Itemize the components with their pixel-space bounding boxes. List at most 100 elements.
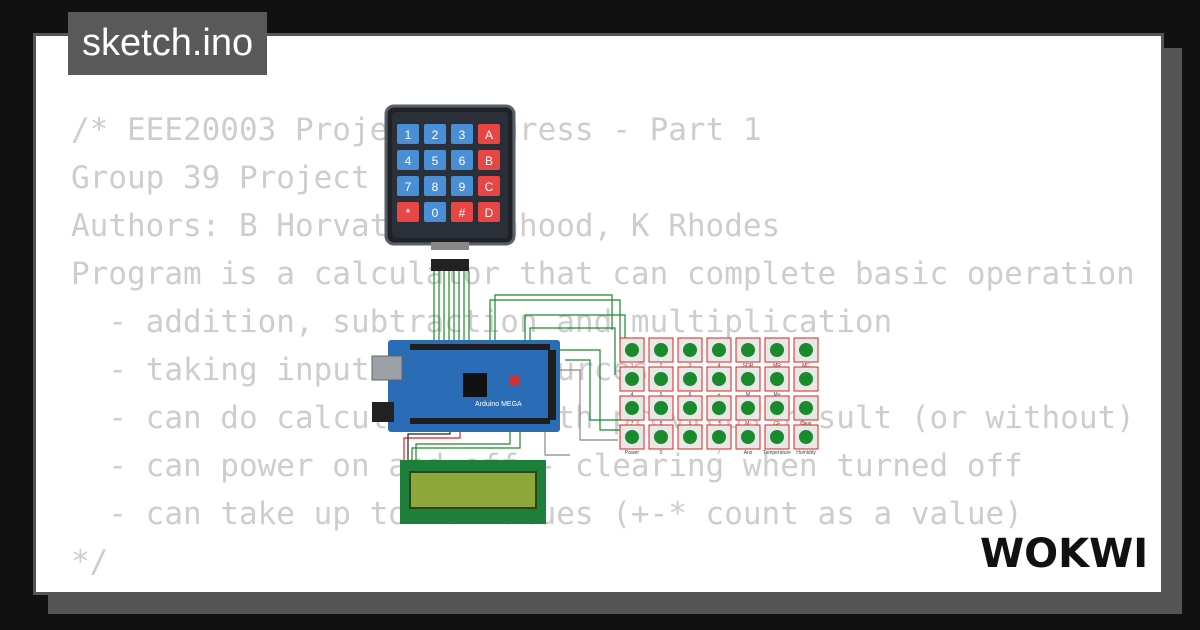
wokwi-logo: WOKWI <box>980 531 1148 575</box>
pushbutton-cap[interactable] <box>770 343 784 357</box>
pushbutton-label: 5 <box>660 392 663 398</box>
keypad-key-label: # <box>459 206 466 220</box>
pushbutton-label: 4 <box>718 363 721 369</box>
keypad-key[interactable] <box>478 124 500 144</box>
pushbutton-cap[interactable] <box>712 343 726 357</box>
pushbutton[interactable] <box>764 337 790 363</box>
pushbutton-cap[interactable] <box>741 343 755 357</box>
pushbutton-cap[interactable] <box>770 430 784 444</box>
pushbutton-label: Humidity <box>796 450 816 456</box>
pushbutton-cap[interactable] <box>712 372 726 386</box>
pushbutton[interactable] <box>648 424 674 450</box>
keypad-key[interactable] <box>424 202 446 222</box>
keypad-key-label: 2 <box>432 128 439 142</box>
pushbutton-cap[interactable] <box>625 430 639 444</box>
keypad-key-label: D <box>485 206 494 220</box>
pushbutton-cap[interactable] <box>654 343 668 357</box>
pushbutton-label: 8 <box>660 421 663 427</box>
keypad-key[interactable] <box>451 150 473 170</box>
pushbutton-label: 0 <box>660 450 663 456</box>
pushbutton-cap[interactable] <box>799 430 813 444</box>
keypad-key[interactable] <box>451 202 473 222</box>
keypad-key[interactable] <box>478 150 500 170</box>
pushbutton-cap[interactable] <box>741 372 755 386</box>
pushbutton-cap[interactable] <box>654 430 668 444</box>
keypad-key[interactable] <box>451 124 473 144</box>
keypad-key-label: * <box>406 206 411 220</box>
pushbutton-cap[interactable] <box>712 401 726 415</box>
pushbutton-label: / <box>718 450 720 456</box>
keypad-key[interactable] <box>424 176 446 196</box>
pushbutton-cap[interactable] <box>741 430 755 444</box>
pushbutton-cap[interactable] <box>712 430 726 444</box>
pushbutton-cap[interactable] <box>625 372 639 386</box>
file-title: sketch.ino <box>68 12 268 75</box>
pushbutton-label: Temperature <box>763 450 791 456</box>
pushbutton[interactable] <box>706 395 732 421</box>
pushbutton-cap[interactable] <box>625 401 639 415</box>
pushbutton-label: Power <box>625 450 640 456</box>
pushbutton[interactable] <box>793 424 819 450</box>
pushbutton-label: + <box>718 392 721 398</box>
keypad-key-label: 1 <box>405 128 412 142</box>
code-line: Program is a calculator that can complet… <box>71 256 1135 292</box>
keypad-key[interactable] <box>397 202 419 222</box>
keypad-key[interactable] <box>397 150 419 170</box>
keypad-key-label: 4 <box>405 154 412 168</box>
pushbutton-label: 7 <box>631 421 634 427</box>
pushbutton-label: 3 <box>689 363 692 369</box>
keypad-key[interactable] <box>397 176 419 196</box>
pushbutton-label: 4 <box>631 392 634 398</box>
keypad-ribbon-wires <box>433 271 626 375</box>
pushbutton-cap[interactable] <box>741 401 755 415</box>
keypad-key[interactable] <box>397 124 419 144</box>
pushbutton-cap[interactable] <box>770 372 784 386</box>
pushbutton-cap[interactable] <box>799 372 813 386</box>
keypad-key-label: 5 <box>432 154 439 168</box>
arduino-mega-board: Arduino MEGA <box>371 340 560 432</box>
keypad-key-label: B <box>485 154 493 168</box>
pushbutton-label: Clear <box>800 421 812 427</box>
pushbutton-label: 2 <box>660 363 663 369</box>
pushbutton-label: M <box>746 392 750 398</box>
pushbutton-cap[interactable] <box>683 343 697 357</box>
keypad-key[interactable] <box>451 176 473 196</box>
keypad-key-label: 7 <box>405 180 412 194</box>
pushbutton-cap[interactable] <box>683 401 697 415</box>
pushbutton-cap[interactable] <box>654 372 668 386</box>
lcd-display <box>400 460 546 524</box>
pushbutton-cap[interactable] <box>799 401 813 415</box>
pushbutton-cap[interactable] <box>770 401 784 415</box>
keypad-key[interactable] <box>424 150 446 170</box>
pushbutton-label: MR <box>773 363 781 369</box>
pushbutton-cap[interactable] <box>625 343 639 357</box>
code-line: - addition, subtraction and multiplicati… <box>71 304 893 340</box>
pushbutton-label: 6 <box>689 392 692 398</box>
pushbutton-label: MC <box>802 363 810 369</box>
keypad-key-label: 0 <box>432 206 439 220</box>
pushbutton-cap[interactable] <box>654 401 668 415</box>
keypad-key-label: A <box>485 128 493 142</box>
pushbutton-cap[interactable] <box>683 430 697 444</box>
pushbutton-cap[interactable] <box>683 372 697 386</box>
pushbutton-label: CE <box>774 421 782 427</box>
pushbutton-label: 1 <box>631 363 634 369</box>
pushbutton-label: M+ <box>773 392 780 398</box>
brand-logo-text: WOKWI <box>980 531 1148 575</box>
keypad-key[interactable] <box>424 124 446 144</box>
pushbutton[interactable] <box>764 395 790 421</box>
code-line: */ <box>71 544 109 580</box>
pushbutton-label: 9 <box>689 421 692 427</box>
keypad-key-label: 9 <box>459 180 466 194</box>
pushbutton-label: Ans <box>744 450 753 456</box>
pushbutton-label: * <box>718 421 720 427</box>
pushbutton-cap[interactable] <box>799 343 813 357</box>
keypad-key[interactable] <box>478 202 500 222</box>
keypad-key-label: C <box>485 180 494 194</box>
pushbutton[interactable] <box>735 424 761 450</box>
keypad-key[interactable] <box>478 176 500 196</box>
